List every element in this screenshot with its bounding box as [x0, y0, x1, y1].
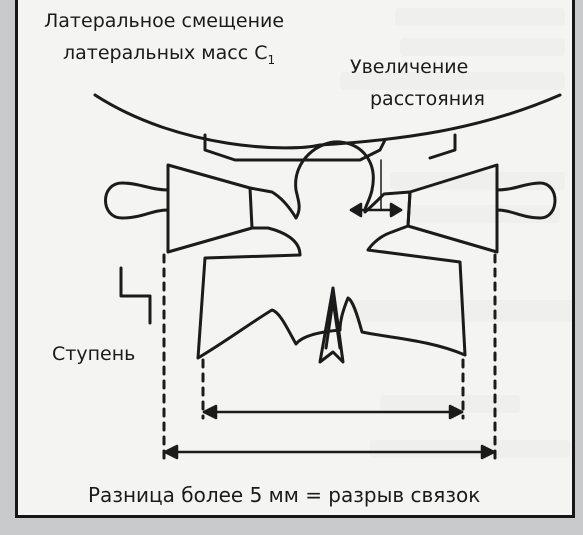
step-label: Ступень: [52, 343, 136, 365]
lateral-shift-label-line1: Латеральное смещение: [44, 10, 285, 32]
left-lateral-mass: [166, 163, 254, 254]
step-symbol: [119, 266, 152, 325]
dashed-guides: [162, 253, 497, 464]
lateral-shift-text: латеральных масс C: [63, 42, 268, 64]
axis-vertebra: [196, 140, 467, 360]
skull-base-curve: [93, 93, 562, 150]
axis-width-arrow: [202, 404, 464, 420]
left-transverse-process: [104, 181, 170, 220]
lateral-shift-subscript: 1: [267, 52, 276, 67]
right-lateral-mass: [406, 163, 499, 254]
distance-increase-arrow: [349, 159, 403, 218]
right-transverse-process: [495, 181, 557, 220]
skull-base-edge-right: [428, 133, 457, 160]
atlas-width-arrow: [163, 444, 496, 460]
spinous-process-inner: [324, 298, 342, 350]
distance-increase-label-line2: расстояния: [370, 88, 485, 110]
figure-panel: [15, 0, 575, 518]
figure-caption: Разница более 5 мм = разрыв связок: [88, 483, 481, 507]
lateral-shift-label-line2: латеральных масс C1: [63, 44, 275, 66]
skull-base-edge: [203, 133, 387, 162]
distance-increase-label-line1: Увеличение: [350, 56, 469, 78]
